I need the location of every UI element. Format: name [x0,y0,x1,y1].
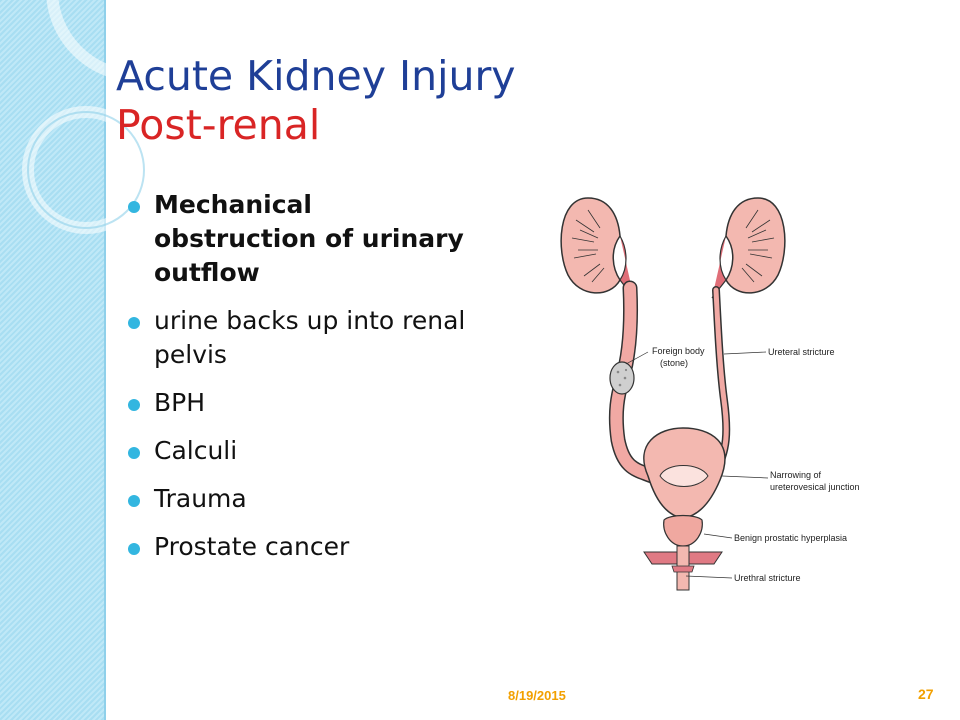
page-number: 27 [918,686,934,702]
label-urethral-stricture: Urethral stricture [734,573,801,583]
label-ureteral-stricture: Ureteral stricture [768,347,835,357]
bullet-item: Trauma [128,482,468,516]
title-line-1: Acute Kidney Injury [116,52,516,100]
label-uv-junction: ureterovesical junction [770,482,860,492]
left-kidney [560,197,635,299]
decorative-rings [22,0,200,234]
prostate [663,514,703,547]
title-line-2: Post-renal [116,101,321,150]
urinary-tract-diagram: Foreign body (stone) Ureteral stricture … [560,197,860,591]
bullet-item: Prostate cancer [128,530,468,564]
bullet-item: urine backs up into renal pelvis [128,304,468,372]
label-stone: (stone) [660,358,688,368]
stone-icon [609,361,635,395]
slide-title: Acute Kidney Injury Post-renal [116,52,516,150]
label-narrowing: Narrowing of [770,470,822,480]
footer-date: 8/19/2015 [508,688,566,703]
bullet-item: Calculi [128,434,468,468]
right-kidney [711,197,786,299]
bullet-item: Mechanical obstruction of urinary outflo… [128,188,468,290]
label-foreign-body: Foreign body [652,346,705,356]
bullet-list: Mechanical obstruction of urinary outflo… [128,188,468,578]
bullet-item: BPH [128,386,468,420]
label-bph: Benign prostatic hyperplasia [734,533,847,543]
